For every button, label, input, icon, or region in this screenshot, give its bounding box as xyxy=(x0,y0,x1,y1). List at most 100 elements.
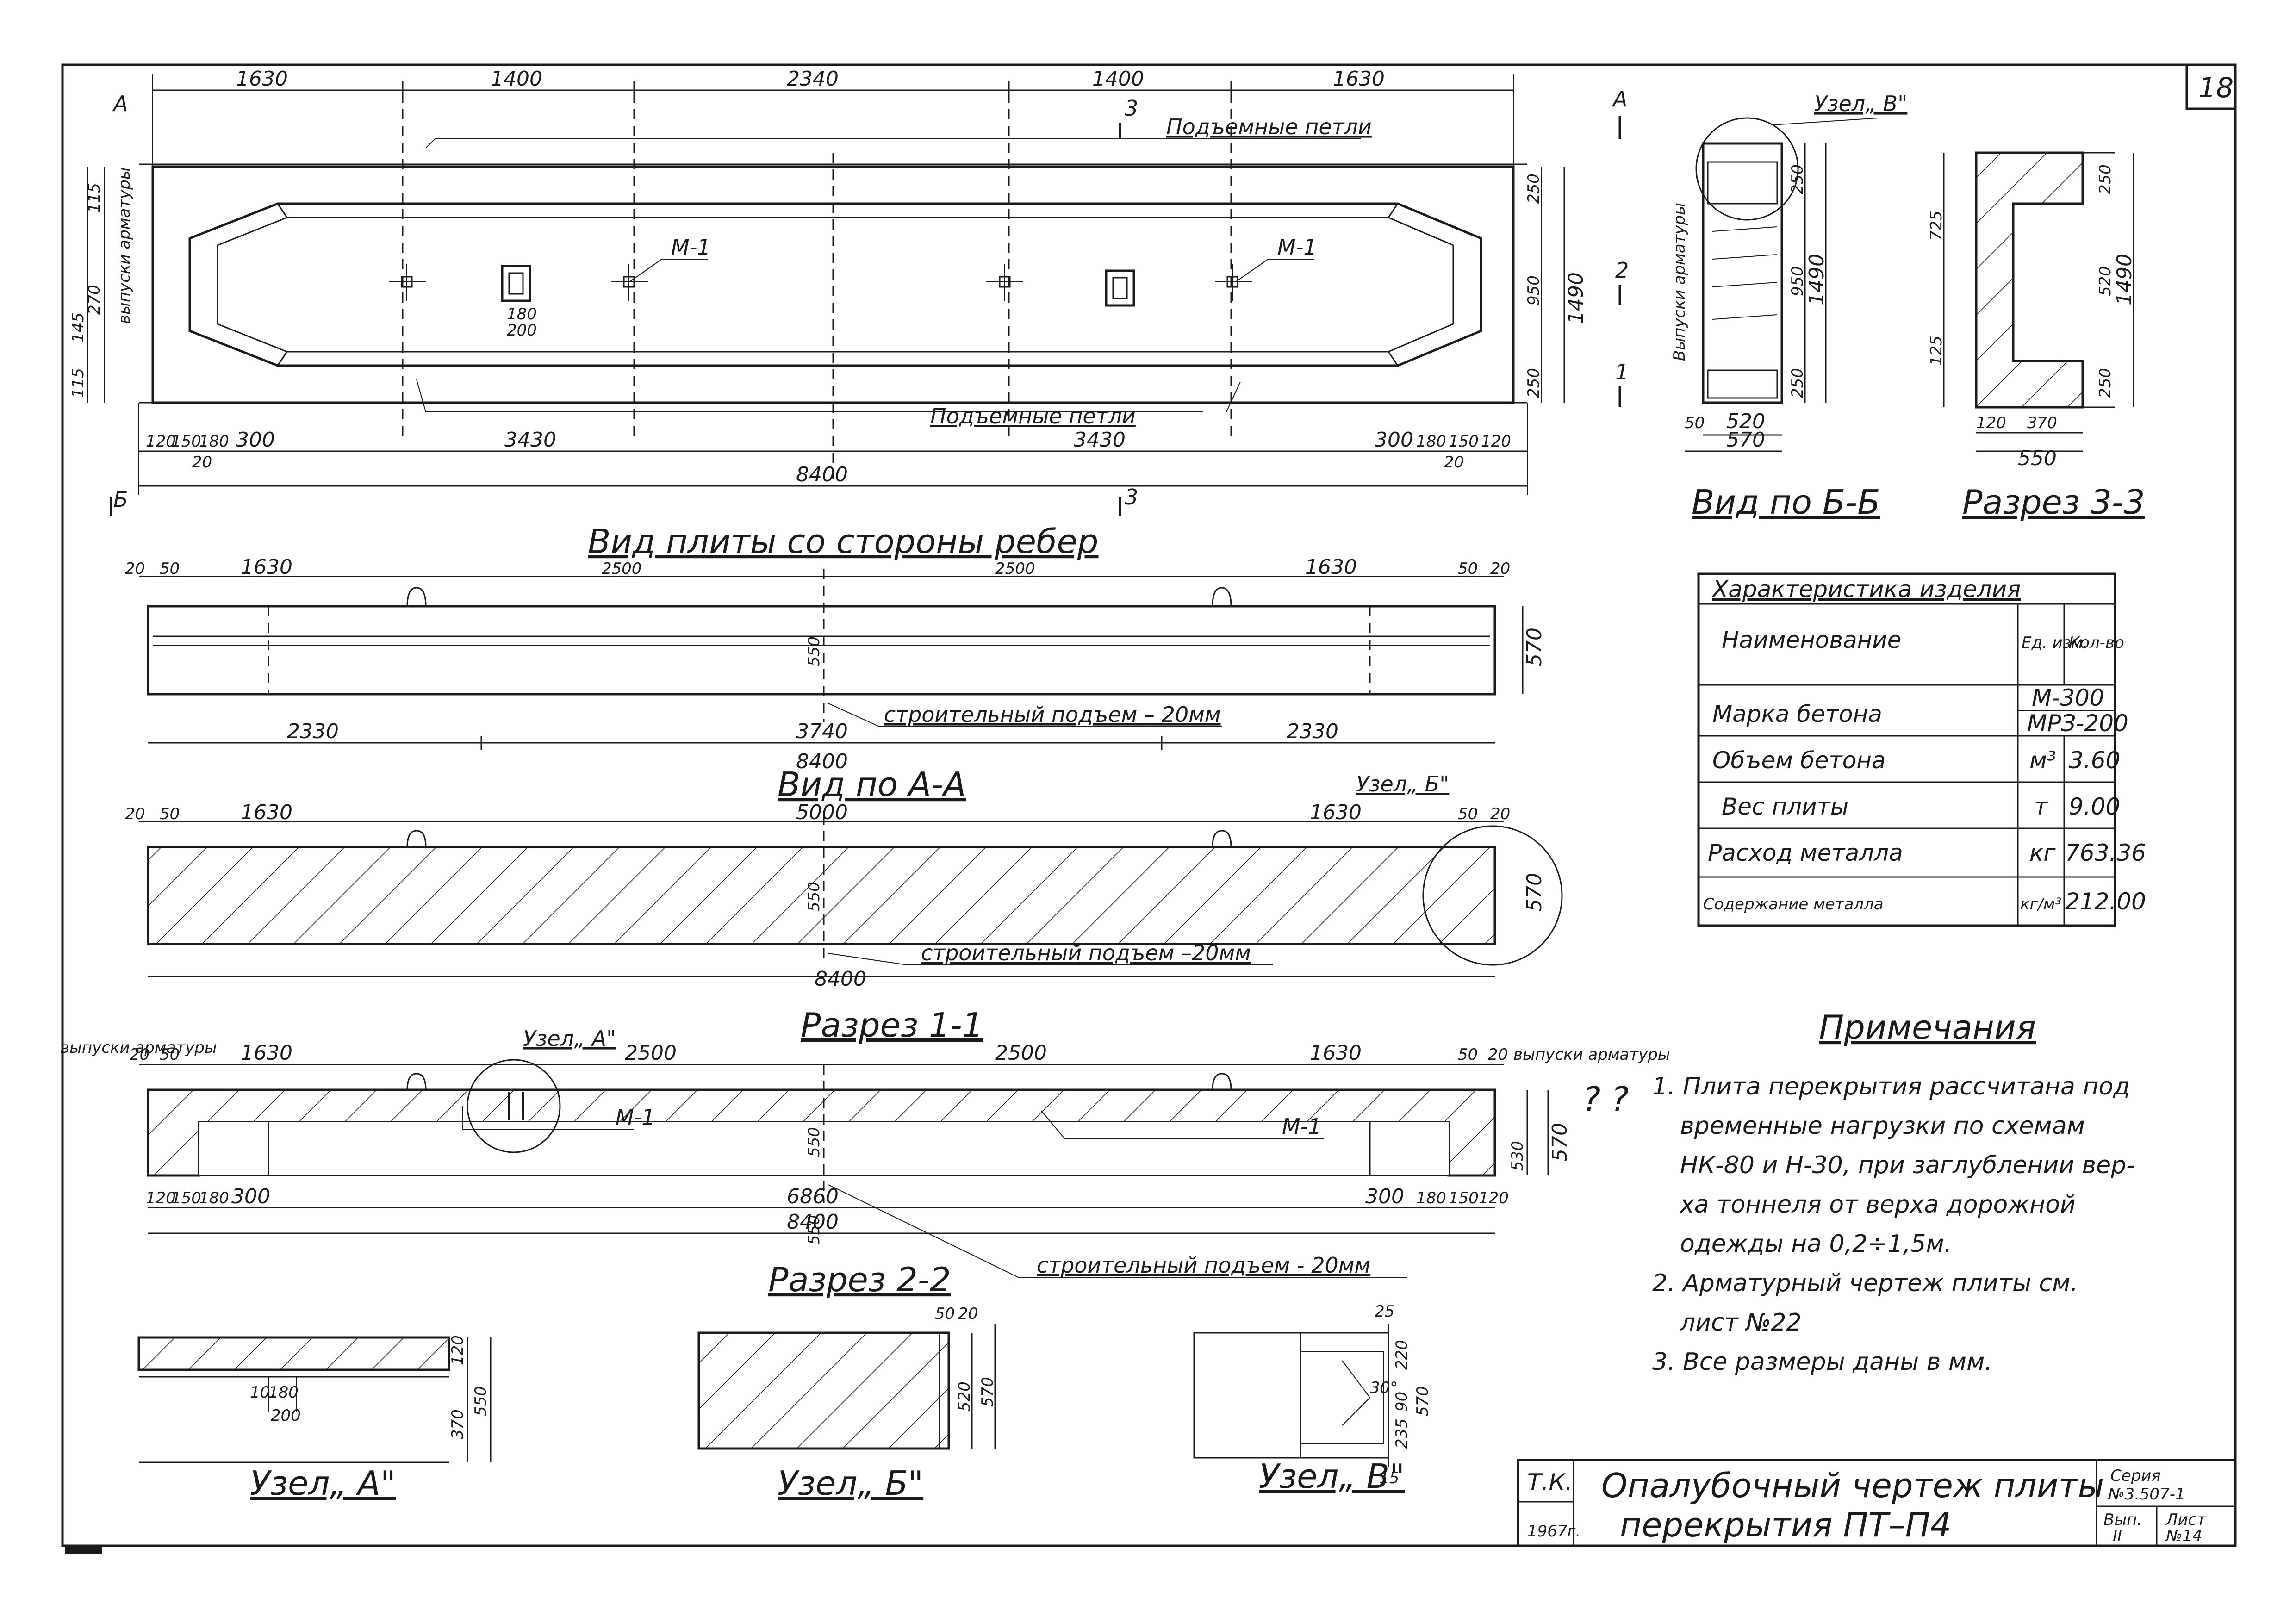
plan-dim-top-3: 2340 xyxy=(787,67,839,91)
plan-dim-bot-300a: 300 xyxy=(236,428,275,452)
node-a-circle xyxy=(467,1059,561,1153)
title-issue-value: II xyxy=(2113,1527,2122,1545)
title-org: Т.К. xyxy=(1527,1469,1573,1496)
s33-dim-250b: 250 xyxy=(2096,368,2115,398)
node-a-dim-200: 200 xyxy=(271,1406,301,1425)
plan-dim-top-5: 1630 xyxy=(1333,67,1385,91)
node-v-dim-25: 25 xyxy=(1375,1302,1394,1321)
s33-dim-1490: 1490 xyxy=(2113,254,2136,305)
product-table: Характеристика изделия Наименование Ед. … xyxy=(1697,572,2146,927)
ribs-inner: 550 xyxy=(805,636,823,666)
plan-view: 180 200 1630 1400 2340 1400 1630 Подъемн… xyxy=(69,67,1588,516)
plan-loops-top-label: Подъемные петли xyxy=(1166,114,1372,139)
b-view-mark-1: 1 xyxy=(1615,360,1629,385)
s33-dim-725: 725 xyxy=(1927,211,1946,241)
title-list-label: Лист xyxy=(2165,1511,2206,1529)
plan-right-dim-1: 250 xyxy=(1524,174,1543,204)
s33-dim-550: 550 xyxy=(2018,447,2057,470)
s33-dim-370: 370 xyxy=(2027,414,2057,432)
hole-dim-1: 180 xyxy=(507,305,537,323)
s11-dim-50a: 50 xyxy=(160,1045,180,1064)
s11-dim-20b: 20 xyxy=(1488,1045,1508,1064)
notes-title: Примечания xyxy=(1819,1008,2036,1047)
s11-outlets-left: выпуски арматуры xyxy=(60,1038,217,1057)
s22-title: Разрез 2-2 xyxy=(768,1260,951,1299)
node-a-dim-180: 180 xyxy=(268,1383,299,1402)
node-a-detail: 180 10 200 370 550 120 Узел„ А" xyxy=(137,1335,492,1503)
table-row-3-unit: т xyxy=(2034,793,2048,820)
title-line-2: перекрытия ПТ–П4 xyxy=(1620,1505,1951,1544)
ribs-total: 8400 xyxy=(796,750,848,773)
aa-total: 8400 xyxy=(815,967,866,991)
aa-camber: строительный подъем –20мм xyxy=(921,940,1251,965)
ribs-title: Вид плиты со стороны ребер xyxy=(588,522,1098,561)
table-row-4-qty: 763.36 xyxy=(2065,839,2146,866)
ribs-height: 570 xyxy=(1523,628,1546,666)
node-v-dim-570: 570 xyxy=(1413,1386,1432,1416)
s11-bot-150b: 150 xyxy=(1449,1189,1479,1207)
table-col-name: Наименование xyxy=(1722,627,1902,653)
plan-hole-right xyxy=(1105,269,1135,307)
aa-outline xyxy=(147,846,1496,945)
plan-loops-bottom-label: Подъемные петли xyxy=(930,404,1136,429)
aa-node-b: Узел„ Б" xyxy=(1356,771,1449,796)
table-row-4-name: Расход металла xyxy=(1708,839,1903,866)
plan-right-dim-3: 250 xyxy=(1524,368,1543,398)
aa-dim-20a: 20 xyxy=(125,805,145,823)
s11-dim-20a: 20 xyxy=(130,1045,149,1064)
plan-dim-bot-150b: 150 xyxy=(1449,432,1479,451)
plan-outline xyxy=(151,165,1515,404)
notes-line-6: 2. Арматурный чертеж плиты см. xyxy=(1652,1269,2078,1297)
ribs-dim-20a: 20 xyxy=(125,560,145,578)
b-view-dim-50: 50 xyxy=(1685,414,1705,432)
s11-inner-550: 550 xyxy=(805,1127,823,1157)
ribs-dim-2500a: 2500 xyxy=(602,560,642,578)
s11-dim-2500b: 2500 xyxy=(995,1041,1047,1065)
node-a-dim-370: 370 xyxy=(448,1409,467,1439)
s11-dim-1630b: 1630 xyxy=(1310,1041,1362,1065)
s11-inner-550b: 550 xyxy=(805,1215,823,1245)
node-b-title: Узел„ Б" xyxy=(778,1464,923,1503)
plan-dim-top-2: 1400 xyxy=(491,67,542,91)
aa-dim-5000: 5000 xyxy=(796,801,848,824)
s33-dim-125: 125 xyxy=(1927,336,1946,366)
plan-right-dim-4: 1490 xyxy=(1564,272,1588,324)
node-v-dim-30deg: 30° xyxy=(1370,1379,1398,1397)
ribs-dim-2330b: 2330 xyxy=(1287,720,1338,743)
aa-inner: 550 xyxy=(805,882,823,912)
sheet-number: 18 xyxy=(2198,72,2234,104)
aa-dim-1630a: 1630 xyxy=(241,801,292,824)
s11-right-dim-530: 530 xyxy=(1508,1141,1527,1171)
node-v-circle xyxy=(1695,117,1799,221)
node-v-dim-235: 235 xyxy=(1393,1418,1411,1449)
aa-title: Вид по А-А xyxy=(778,765,966,804)
s11-bot-150a: 150 xyxy=(171,1189,201,1207)
node-a-title: Узел„ А" xyxy=(250,1464,396,1503)
s33-title: Разрез 3-3 xyxy=(1962,483,2145,522)
sheet-number-box xyxy=(2185,63,2237,110)
s11-bot-6860: 6860 xyxy=(787,1185,839,1208)
node-a-dim-120: 120 xyxy=(448,1335,467,1365)
plan-dim-bot-20b: 20 xyxy=(1444,453,1464,472)
table-row-5-unit: кг/м³ xyxy=(2020,895,2061,914)
s11-dim-50b: 50 xyxy=(1458,1045,1478,1064)
s33-dim-520: 520 xyxy=(2096,266,2115,296)
node-v-detail: 25 220 30° 90 235 570 15 Узел„ В" xyxy=(1193,1302,1432,1496)
node-b-dim-50: 50 xyxy=(935,1305,955,1323)
section-mark-3-bot: 3 xyxy=(1125,485,1138,510)
sheet-frame xyxy=(61,63,2237,1547)
section-2-2: Разрез 2-2 xyxy=(768,1260,951,1299)
lifting-loop-markers xyxy=(389,264,1252,301)
s33-dim-250a: 250 xyxy=(2096,164,2115,194)
s33-dim-120: 120 xyxy=(1976,414,2006,432)
s11-bot-180a: 180 xyxy=(199,1189,229,1207)
ribs-dim-20b: 20 xyxy=(1490,560,1510,578)
b-view-dim-570: 570 xyxy=(1726,428,1765,452)
b-view-mark-2: 2 xyxy=(1615,258,1629,283)
s11-right-dim-570: 570 xyxy=(1548,1123,1572,1162)
ribs-dim-50a: 50 xyxy=(160,560,180,578)
plan-m1-left: М-1 xyxy=(671,235,711,260)
s11-dim-2500a: 2500 xyxy=(625,1041,677,1065)
ribs-dim-2500b: 2500 xyxy=(995,560,1035,578)
